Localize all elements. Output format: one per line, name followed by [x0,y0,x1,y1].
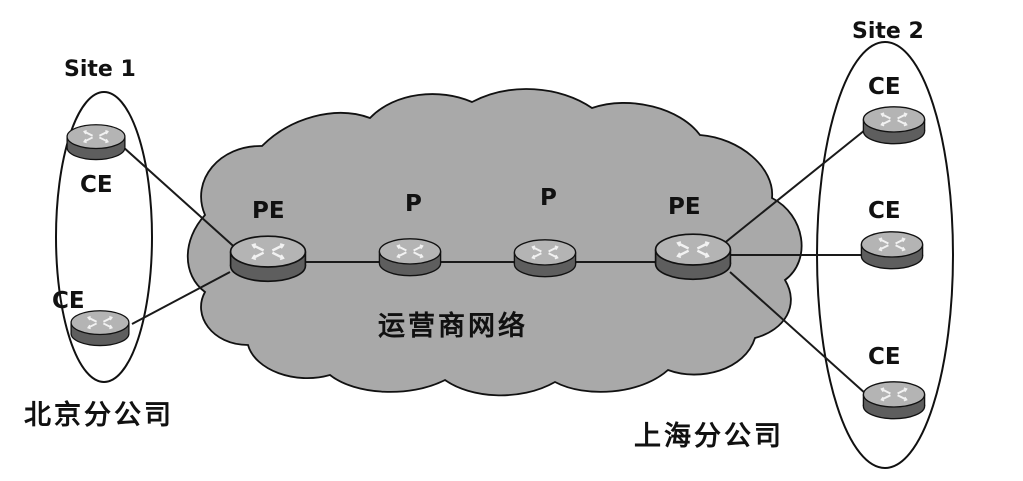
router-ce-s2-bottom [862,380,926,420]
link-ce-s1-bottom-pe-left [131,271,231,325]
site1-label: Site 1 [64,57,136,82]
router-p-left [378,237,442,277]
router-p-right [513,238,577,278]
pe-right-label: PE [668,194,701,220]
router-ce-s1-top [66,123,126,161]
p-right-label: P [540,185,557,211]
router-icon [66,123,126,161]
router-icon [860,230,924,270]
ce-s1-top-label: CE [80,172,113,198]
router-icon [513,238,577,278]
site1-branch-label: 北京分公司 [24,399,174,431]
pe-left-label: PE [252,198,285,224]
router-icon [378,237,442,277]
router-icon [654,232,732,281]
ce-s2-top-label: CE [868,74,901,100]
site2-branch-label: 上海分公司 [634,421,784,452]
carrier-network-cloud [186,88,803,397]
router-icon [862,380,926,420]
router-pe-left [229,234,307,283]
router-icon [229,234,307,283]
site1-boundary [55,91,153,383]
link-ce-s1-top-pe-left [121,145,241,253]
network-label: 运营商网络 [378,310,528,342]
router-pe-right [654,232,732,281]
link-pe-right-ce-s2-bottom [729,271,867,395]
p-left-label: P [405,191,422,217]
ce-s2-bottom-label: CE [868,344,901,370]
router-icon [70,309,130,347]
ce-s2-mid-label: CE [868,198,901,224]
router-ce-s1-bottom [70,309,130,347]
site2-label: Site 2 [852,19,924,44]
router-ce-s2-top [862,105,926,145]
ce-s1-bottom-label: CE [52,288,85,314]
router-icon [862,105,926,145]
link-pe-right-ce-s2-top [721,129,866,246]
router-ce-s2-mid [860,230,924,270]
